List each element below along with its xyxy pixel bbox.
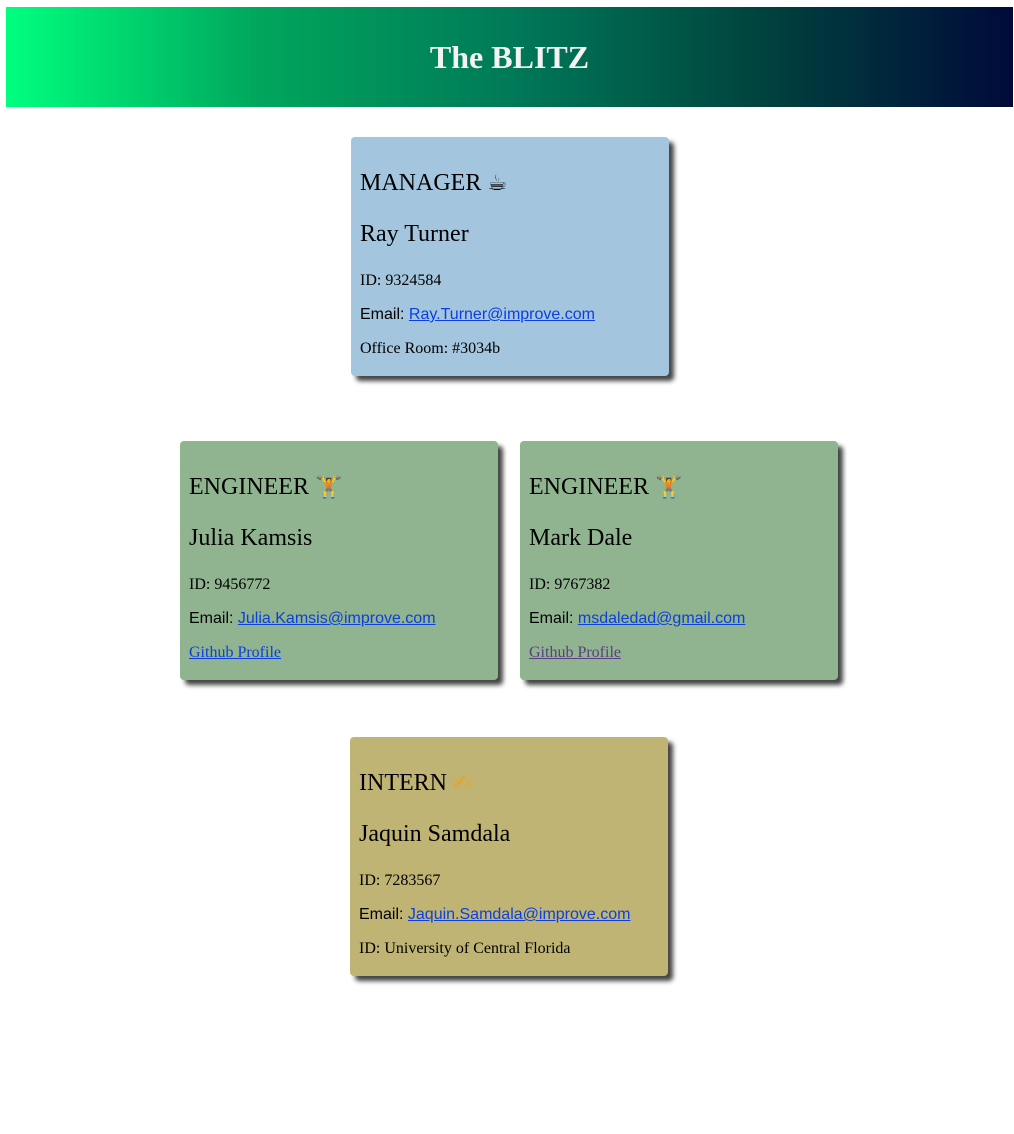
engineer-id: ID: 9456772 xyxy=(189,576,271,593)
manager-role-heading: MANAGER ☕ xyxy=(360,170,508,196)
engineer-email-link[interactable]: Julia.Kamsis@improve.com xyxy=(237,610,436,627)
engineer-card: ENGINEER 🏋 Mark Dale ID: 9767382 Email: … xyxy=(520,441,838,680)
intern-id: ID: 7283567 xyxy=(359,872,441,889)
intern-email-line: Email: Jaquin.Samdala@improve.com xyxy=(359,906,631,923)
page-title: The BLITZ xyxy=(429,38,590,75)
engineer-github-line: Github Profile xyxy=(189,644,281,662)
manager-office-room: Office Room: #3034b xyxy=(360,340,501,357)
engineer-email-link[interactable]: msdaledad@gmail.com xyxy=(577,610,746,627)
engineer-role-heading: ENGINEER 🏋 xyxy=(189,474,343,500)
coffee-icon: ☕ xyxy=(487,171,508,196)
manager-email-line: Email: Ray.Turner@improve.com xyxy=(360,306,595,323)
weightlifter-icon: 🏋 xyxy=(654,475,683,500)
page-header: The BLITZ xyxy=(6,7,1013,107)
manager-email-link[interactable]: Ray.Turner@improve.com xyxy=(408,306,595,323)
intern-card: INTERN ✍ Jaquin Samdala ID: 7283567 Emai… xyxy=(350,737,668,976)
manager-id: ID: 9324584 xyxy=(360,272,442,289)
engineer-name: Julia Kamsis xyxy=(189,525,313,551)
engineer-id: ID: 9767382 xyxy=(529,576,611,593)
weightlifter-icon: 🏋 xyxy=(314,475,343,500)
writing-hand-icon: ✍ xyxy=(452,771,472,796)
engineer-email-line: Email: msdaledad@gmail.com xyxy=(529,610,746,627)
intern-email-link[interactable]: Jaquin.Samdala@improve.com xyxy=(407,906,631,923)
engineer-card: ENGINEER 🏋 Julia Kamsis ID: 9456772 Emai… xyxy=(180,441,498,680)
engineer-role-heading: ENGINEER 🏋 xyxy=(529,474,683,500)
engineer-email-line: Email: Julia.Kamsis@improve.com xyxy=(189,610,436,627)
manager-card: MANAGER ☕ Ray Turner ID: 9324584 Email: … xyxy=(351,137,669,376)
github-profile-link[interactable]: Github Profile xyxy=(189,644,281,661)
engineer-github-line: Github Profile xyxy=(529,644,621,662)
engineer-name: Mark Dale xyxy=(529,525,633,551)
intern-school: ID: University of Central Florida xyxy=(359,940,571,957)
intern-role-heading: INTERN ✍ xyxy=(359,770,472,796)
github-profile-link[interactable]: Github Profile xyxy=(529,644,621,661)
manager-name: Ray Turner xyxy=(360,221,469,247)
intern-name: Jaquin Samdala xyxy=(359,821,511,847)
